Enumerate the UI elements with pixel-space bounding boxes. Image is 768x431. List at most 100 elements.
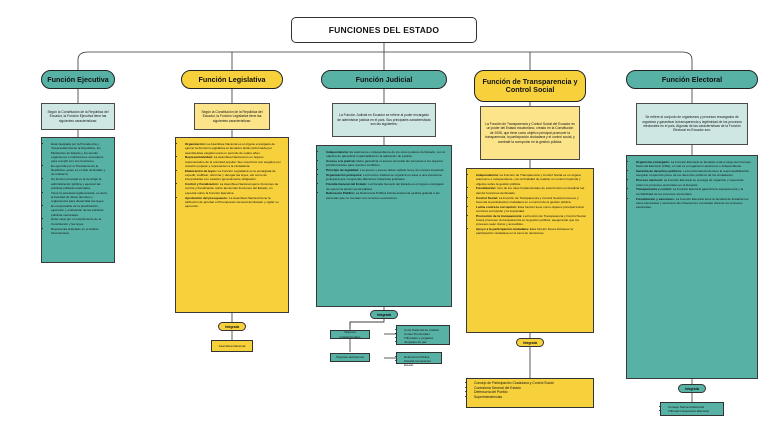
heading-legislativa: Función Legislativa (181, 70, 283, 89)
list-item: Transparencia y control: La Función Elec… (636, 187, 752, 196)
item-text: La Función de Transparencia y Control So… (476, 173, 582, 186)
item-term: Control Social: (476, 195, 499, 200)
item-text: La Función Electoral en Ecuador está a c… (636, 160, 751, 169)
item-term: Independencia: (476, 173, 499, 177)
item-text: Esta función busca fortalecer la partici… (476, 227, 573, 236)
item-text: La Asamblea Nacional es un órgano repres… (185, 155, 281, 168)
group-list-jurisdiccionales: Corte Nacional de Justicia Cortes Provin… (396, 325, 450, 345)
group-list-autonomos: Defensoría Pública Fiscalía General del … (396, 352, 442, 367)
item-text: Es responsable de la planificación, ejec… (51, 204, 104, 217)
list-legislativa: Organización: La Asamblea Nacional es el… (175, 137, 289, 313)
list-item: Debe velar por el cumplimiento de la Con… (51, 217, 109, 226)
item-text: La Función Legislativa es la encargada d… (185, 168, 276, 182)
list-item: Acceso a la justicia: Debe garantizar el… (326, 159, 446, 168)
sub-list-transparencia: Consejo de Participación Ciudadana y Con… (466, 378, 594, 408)
list-item: Fiscalización y sanciones: La Función El… (636, 197, 752, 210)
heading-electoral: Función Electoral (626, 70, 758, 89)
item-text: La Defensoría Pública brinda asistencia … (326, 191, 440, 200)
item-text: La Función Electoral garantiza la transp… (636, 187, 744, 196)
item-text: Los jueces y jueces deben aplicar la ley… (359, 168, 445, 173)
list-item: Es ejercida por el Presidente de la Repú… (51, 164, 109, 177)
item-term: Lucha contra la corrupción: (476, 204, 517, 209)
item-term: Aprobación del presupuesto: (185, 195, 228, 200)
item-text: Debe garantizar el acceso de todas las p… (326, 159, 443, 168)
list-item: Organización jerárquica: La Función Judi… (326, 173, 446, 182)
item-text: La Función de Transparencia y Control So… (476, 213, 586, 227)
item-text: La Función Judicial se organiza en base … (326, 173, 442, 182)
item-text: Uno de los roles fundamentales de esta f… (476, 186, 585, 195)
item-term: Fiscalización: (476, 186, 497, 191)
item-term: Representatividad: (185, 155, 213, 160)
item-term: Fiscalización y sanciones: (636, 196, 675, 201)
list-item: Está integrada por la Presidencia y Vice… (51, 142, 109, 163)
list-ejecutiva: Está integrada por la Presidencia y Vice… (41, 137, 115, 263)
item-text: La Función Electoral tiene la facultad d… (636, 196, 749, 210)
item-text: Tiene la potestad reglamentaria, es deci… (51, 190, 108, 204)
item-text: Debe velar por el cumplimiento de la Con… (51, 217, 102, 226)
list-item: Elaboración de leyes: La Función Legisla… (185, 169, 283, 182)
item-term: Principio de legalidad: (326, 168, 360, 173)
item-text: La Fiscalía General del Estado es el órg… (326, 182, 444, 191)
list-item: Promoción de la transparencia: La Funció… (476, 214, 588, 227)
list-item: Organismo encargado: La Función Electora… (636, 160, 752, 169)
group-label-autonomos: Órganos autónomos (330, 353, 370, 362)
diagram-title: FUNCIONES DEL ESTADO (291, 17, 477, 43)
list-item: Tribunal Contencioso Electoral (668, 409, 720, 413)
group-label-jurisdiccionales: Órganos jurisdiccionales (330, 330, 370, 339)
item-text: La Función Electoral se encarga de organ… (636, 178, 744, 187)
item-text: Esta función tiene como objetivo princip… (476, 204, 584, 213)
list-item: Principio de legalidad: Los jueces y jue… (326, 168, 446, 172)
list-item: Fiscalía General del Estado (404, 359, 438, 367)
list-item: Corte Nacional de Justicia (404, 328, 446, 332)
list-item: Tribunales y juzgados (404, 336, 446, 340)
item-text: Su función principal es la de dirigir la… (51, 177, 102, 190)
item-term: Independencia: (326, 150, 349, 154)
item-text: La Función de Transparencia y Control So… (476, 195, 579, 204)
list-item: Control Social: La Función de Transparen… (476, 196, 588, 205)
item-term: Transparencia y control: (636, 187, 672, 192)
item-text: La Función Electoral tiene la responsabi… (636, 169, 749, 178)
item-term: Apoyo a la participación ciudadana: (476, 227, 529, 232)
list-item: Juzgados de paz (404, 340, 446, 344)
intro-legislativa: Según la Constitución de la República de… (194, 103, 270, 130)
integrada-pill-judicial: Integrada (370, 310, 398, 319)
list-item: Organización: La Asamblea Nacional es el… (185, 142, 283, 155)
heading-ejecutiva: Función Ejecutiva (41, 70, 115, 89)
item-term: Fiscalía General del Estado: (326, 182, 368, 187)
list-item: Independencia: Es autónoma e independien… (326, 150, 446, 159)
list-judicial: Independencia: Es autónoma e independien… (316, 145, 452, 307)
intro-ejecutiva: Según la Constitución de la República de… (41, 103, 115, 130)
list-item: Proceso electoral: La Función Electoral … (636, 178, 752, 187)
item-term: Defensoría Pública: (326, 191, 355, 196)
list-item: Consejo de Participación Ciudadana y Con… (474, 381, 590, 386)
sub-list-electoral: Consejo Nacional Electoral Tribunal Cont… (660, 402, 724, 416)
list-item: Defensoría Pública (404, 355, 438, 359)
item-term: Organismo encargado: (636, 160, 670, 164)
item-term: Elaboración de leyes: (185, 168, 217, 173)
list-electoral: Organismo encargado: La Función Electora… (626, 155, 758, 379)
list-item: Fiscalización: Uno de los roles fundamen… (476, 186, 588, 195)
item-term: Organización: (185, 142, 206, 146)
list-transparencia: Independencia: La Función de Transparenc… (466, 168, 594, 333)
list-item: Lucha contra la corrupción: Esta función… (476, 205, 588, 214)
heading-judicial: Función Judicial (321, 70, 447, 89)
intro-transparencia: La Función de Transparencia y Control So… (480, 106, 580, 160)
intro-electoral: Se refiere al conjunto de organismos y p… (636, 103, 748, 145)
integrada-pill-legislativa: Integrada (218, 322, 246, 331)
list-item: Contraloría General del Estado (474, 386, 590, 391)
list-item: Defensoría Pública: La Defensoría Públic… (326, 191, 446, 200)
item-text: La Asamblea Nacional ejerce funciones de… (185, 182, 279, 195)
list-item: Tiene la potestad reglamentaria, es deci… (51, 191, 109, 204)
item-text: Es ejercida por el Presidente de la Repú… (51, 163, 106, 177)
list-item: Garantía de derechos políticos: La Funci… (636, 169, 752, 178)
list-item: Independencia: La Función de Transparenc… (476, 173, 588, 186)
list-item: Aprobación del presupuesto: La Asamblea … (185, 196, 283, 209)
list-item: Fiscalía General del Estado: La Fiscalía… (326, 182, 446, 191)
item-term: Acceso a la justicia: (326, 159, 356, 164)
item-text: Representa al Estado en el ámbito intern… (51, 226, 99, 235)
list-item: Superintendencias (474, 395, 590, 400)
list-item: Representatividad: La Asamblea Nacional … (185, 155, 283, 168)
item-term: Garantía de derechos políticos: (636, 169, 683, 174)
